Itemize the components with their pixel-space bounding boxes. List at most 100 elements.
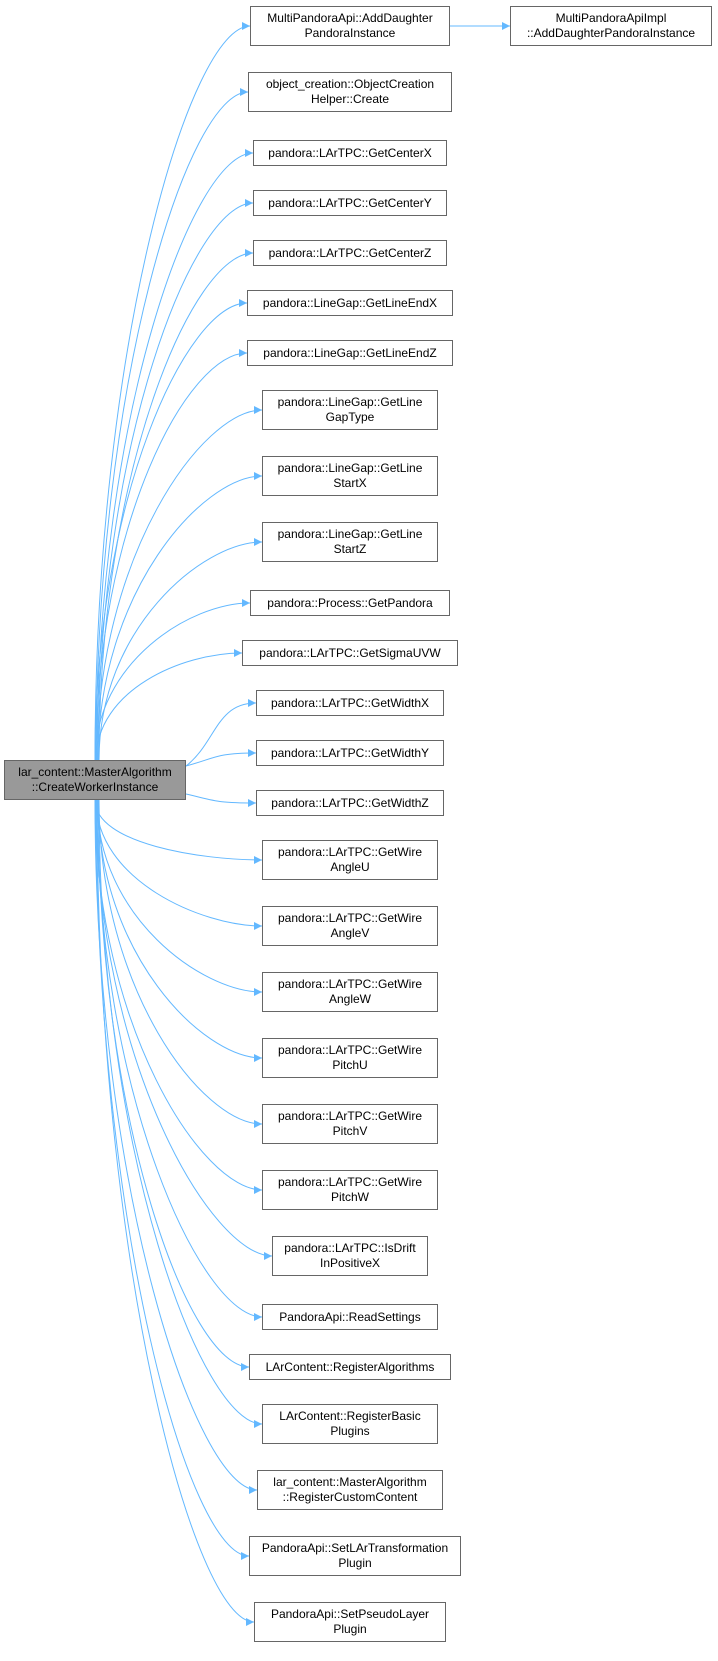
node-label-line: Plugin xyxy=(338,1556,372,1570)
node-pandora-lartpc-getwidthx[interactable]: pandora::LArTPC::GetWidthX xyxy=(256,690,444,716)
node-label-line: Plugins xyxy=(330,1424,370,1438)
call-edge xyxy=(98,799,263,1128)
call-edge xyxy=(185,793,257,807)
call-edge xyxy=(95,799,263,930)
node-label-line: pandora::LArTPC::GetCenterY xyxy=(268,195,432,210)
call-edge xyxy=(94,799,263,864)
node-label-line: LArContent::RegisterBasic xyxy=(279,1409,421,1423)
call-edge xyxy=(185,749,257,767)
call-edge xyxy=(98,538,263,761)
node-pandora-lartpc-getwidthz[interactable]: pandora::LArTPC::GetWidthZ xyxy=(256,790,444,816)
node-pandora-lartpc-getsigmauvw[interactable]: pandora::LArTPC::GetSigmaUVW xyxy=(242,640,458,666)
node-multipandoraapiimpl-adddaughterpandorainstance[interactable]: MultiPandoraApiImpl::AddDaughterPandoraI… xyxy=(510,6,712,46)
call-edge xyxy=(95,649,243,761)
node-label-line: MultiPandoraApiImpl xyxy=(555,11,667,25)
node-pandora-linegap-getlineendz[interactable]: pandora::LineGap::GetLineEndZ xyxy=(247,340,453,366)
root-node: lar_content::MasterAlgorithm::CreateWork… xyxy=(4,760,186,800)
node-pandora-lartpc-getcenterx[interactable]: pandora::LArTPC::GetCenterX xyxy=(253,140,447,166)
node-label-line: pandora::LineGap::GetLine xyxy=(277,461,423,475)
call-edge xyxy=(97,199,254,761)
node-label-line: pandora::LArTPC::GetWire xyxy=(277,1109,423,1123)
node-label-line: pandora::LArTPC::GetWire xyxy=(277,1043,423,1057)
node-label-line: PitchV xyxy=(332,1124,368,1138)
node-label-line: pandora::LArTPC::GetWire xyxy=(277,911,423,925)
node-label-line: AngleV xyxy=(330,926,370,940)
node-label-line: pandora::LArTPC::GetSigmaUVW xyxy=(259,645,441,660)
node-label-line: object_creation::ObjectCreation xyxy=(265,77,435,91)
call-edge xyxy=(96,799,255,1626)
node-label-line: pandora::LArTPC::IsDrift xyxy=(284,1241,416,1255)
node-label-line: pandora::LineGap::GetLine xyxy=(277,395,423,409)
node-label-line: ::RegisterCustomContent xyxy=(282,1490,418,1504)
node-label-line: lar_content::MasterAlgorithm xyxy=(273,1475,427,1489)
node-label-line: lar_content::MasterAlgorithm xyxy=(18,765,172,779)
node-label-line: pandora::Process::GetPandora xyxy=(267,595,433,610)
call-edge xyxy=(96,149,254,761)
node-label-line: pandora::LineGap::GetLineEndZ xyxy=(263,345,437,360)
node-pandora-linegap-getlineendx[interactable]: pandora::LineGap::GetLineEndX xyxy=(247,290,453,316)
node-label-line: Helper::Create xyxy=(310,92,390,106)
node-label-line: InPositiveX xyxy=(319,1256,381,1270)
node-label-line: StartX xyxy=(333,476,367,490)
node-label-line: ::CreateWorkerInstance xyxy=(31,780,159,794)
call-edge xyxy=(98,799,263,1428)
node-label-line: ::AddDaughterPandoraInstance xyxy=(526,26,696,40)
node-label-line: PandoraApi::SetLArTransformation xyxy=(261,1541,449,1555)
node-label-line: MultiPandoraApi::AddDaughter xyxy=(267,11,433,25)
node-label-line: pandora::LineGap::GetLineEndX xyxy=(262,295,438,310)
node-pandora-lartpc-getcentery[interactable]: pandora::LArTPC::GetCenterY xyxy=(253,190,447,216)
node-label-line: pandora::LArTPC::GetCenterZ xyxy=(268,245,432,260)
call-edge xyxy=(98,249,254,761)
call-edge xyxy=(94,22,251,761)
node-label-line: Plugin xyxy=(333,1622,367,1636)
call-edge xyxy=(94,299,248,761)
node-label-line: pandora::LArTPC::GetWidthX xyxy=(270,695,430,710)
node-pandora-process-getpandora[interactable]: pandora::Process::GetPandora xyxy=(250,590,450,616)
node-larcontent-registeralgorithms[interactable]: LArContent::RegisterAlgorithms xyxy=(249,1354,451,1380)
call-edge xyxy=(97,472,263,761)
node-lar-content-masteralgorithm-registercustomcontent[interactable]: lar_content::MasterAlgorithm::RegisterCu… xyxy=(257,1470,443,1510)
node-label-line: PandoraApi::ReadSettings xyxy=(279,1309,421,1324)
node-label-line: AngleU xyxy=(330,860,370,874)
node-label-line: AngleW xyxy=(328,992,372,1006)
call-edge xyxy=(97,799,263,1062)
node-label-line: PandoraApi::SetPseudoLayer xyxy=(270,1607,430,1621)
node-label-line: LArContent::RegisterAlgorithms xyxy=(265,1359,435,1374)
node-label-line: PitchW xyxy=(330,1190,369,1204)
call-edge xyxy=(97,799,250,1371)
node-label-line: pandora::LArTPC::GetWire xyxy=(277,1175,423,1189)
call-edge xyxy=(94,599,251,761)
node-label-line: PandoraInstance xyxy=(304,26,396,40)
node-label-line: pandora::LineGap::GetLine xyxy=(277,527,423,541)
node-label-line: GapType xyxy=(325,410,375,424)
node-label-line: StartZ xyxy=(333,542,367,556)
node-label-line: pandora::LArTPC::GetWire xyxy=(277,977,423,991)
call-edge xyxy=(96,799,263,996)
node-label-line: pandora::LArTPC::GetWire xyxy=(277,845,423,859)
call-edge xyxy=(95,88,249,761)
node-label-line: pandora::LArTPC::GetWidthZ xyxy=(271,795,429,810)
node-pandora-lartpc-getcenterz[interactable]: pandora::LArTPC::GetCenterZ xyxy=(253,240,447,266)
call-edge xyxy=(185,699,257,767)
node-pandoraapi-readsettings[interactable]: PandoraApi::ReadSettings xyxy=(262,1304,438,1330)
node-label-line: PitchU xyxy=(332,1058,368,1072)
node-pandora-lartpc-getwidthy[interactable]: pandora::LArTPC::GetWidthY xyxy=(256,740,444,766)
node-label-line: pandora::LArTPC::GetWidthY xyxy=(270,745,430,760)
